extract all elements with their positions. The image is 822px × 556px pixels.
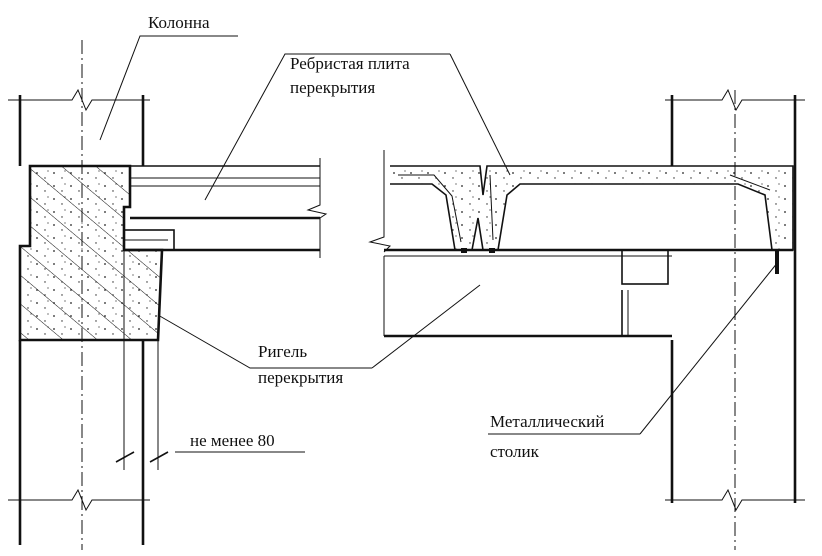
beam-label-line2: перекрытия — [258, 368, 343, 387]
left-column — [8, 40, 150, 550]
ribbed-slab — [384, 165, 794, 253]
left-slab-side — [115, 158, 328, 470]
post-label-line1: Металлический — [490, 412, 604, 431]
column-consoles — [18, 164, 164, 342]
beam — [368, 150, 779, 338]
column-label: Колонна — [148, 13, 210, 32]
beam-label-line1: Ригель — [258, 342, 307, 361]
right-column — [665, 88, 805, 550]
leader-lines — [99, 35, 779, 453]
slab-label-line1: Ребристая плита — [290, 54, 410, 73]
post-label-line2: столик — [490, 442, 540, 461]
slab-label-line2: перекрытия — [290, 78, 375, 97]
dimension-label: не менее 80 — [190, 431, 275, 450]
